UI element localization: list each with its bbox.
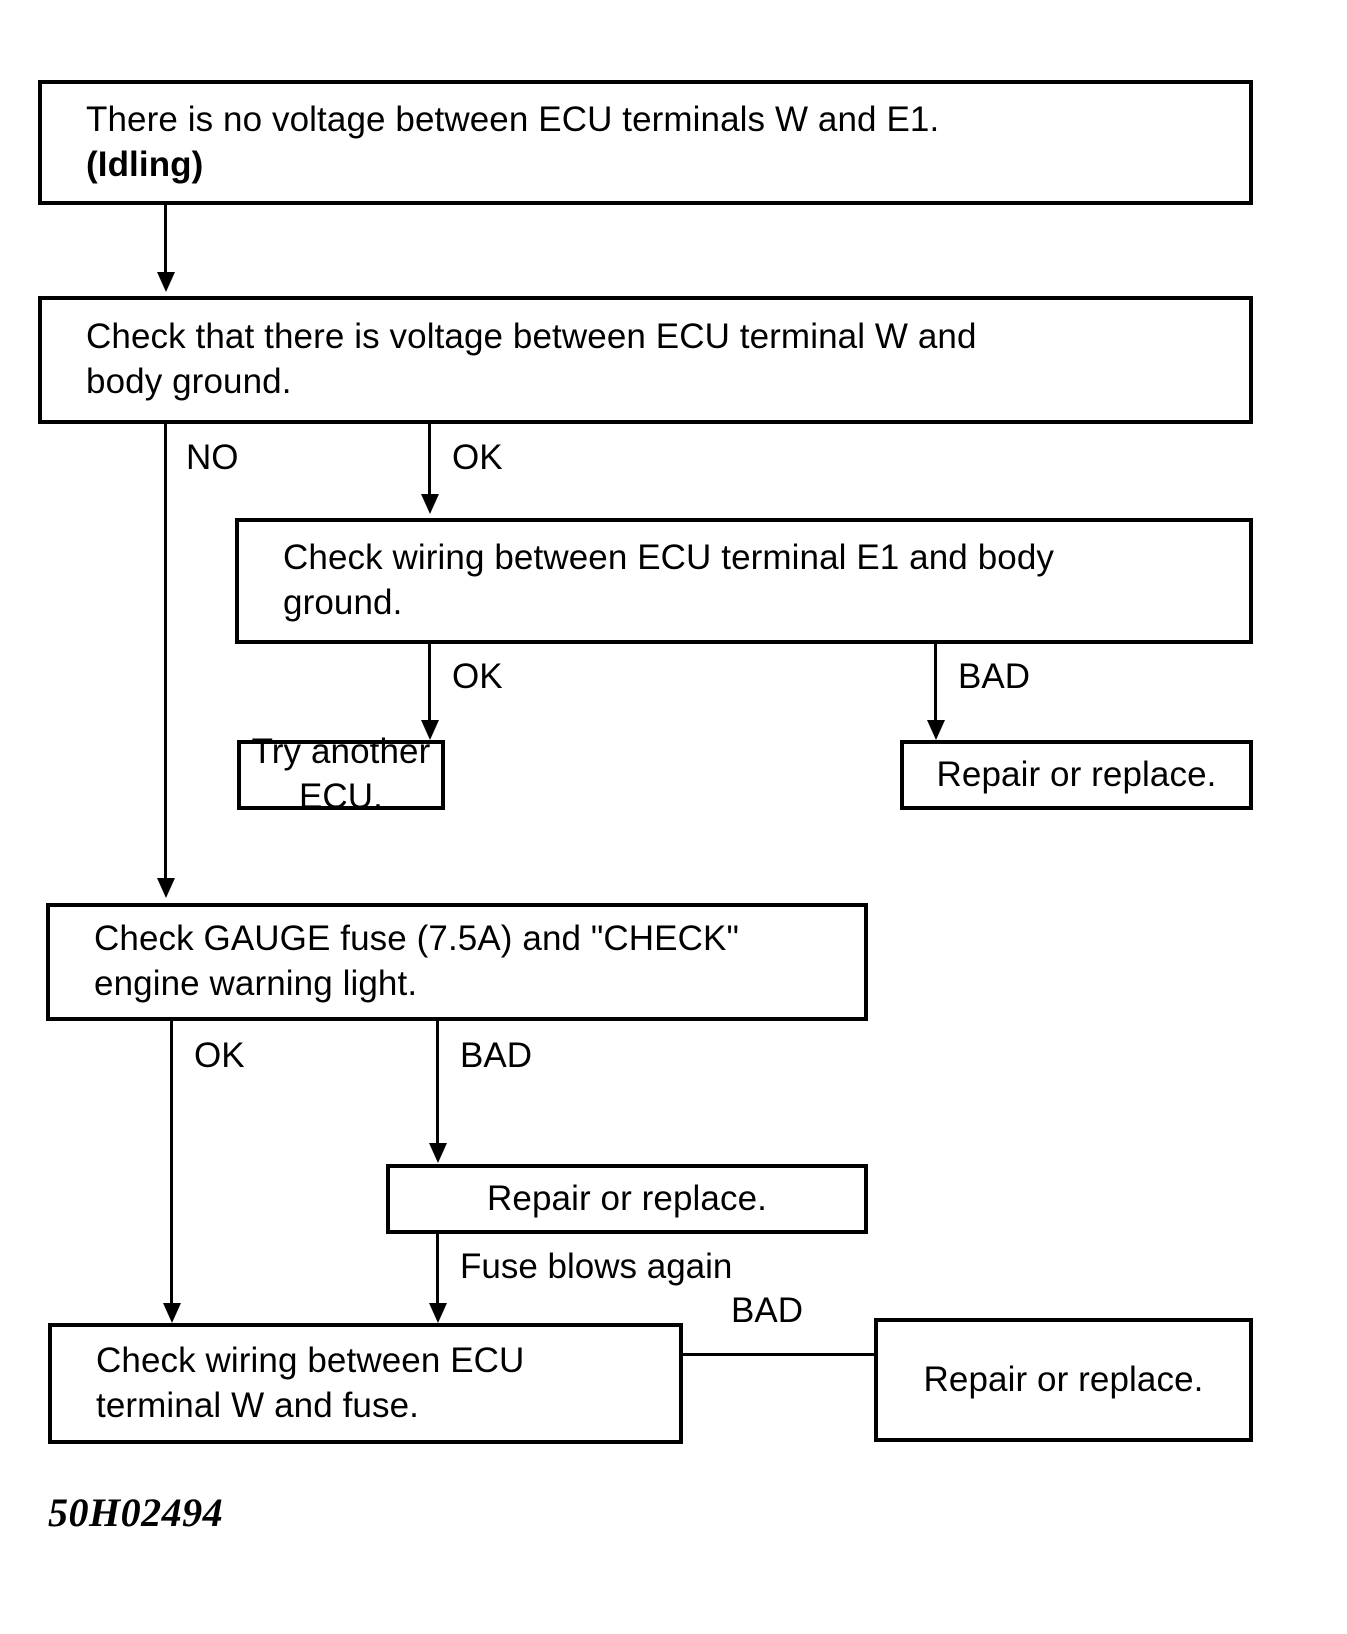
edge-label-fuse-blows-again: Fuse blows again <box>460 1247 733 1286</box>
node-check-wiring-e1-body-ground-text: Check wiring between ECU terminal E1 and… <box>239 536 1066 626</box>
node-try-another-ecu: Try another ECU. <box>237 732 445 816</box>
node-repair-or-replace-upper: Repair or replace. <box>900 740 1253 810</box>
node-check-gauge-fuse: Check GAUGE fuse (7.5A) and "CHECK" engin… <box>46 903 868 1021</box>
node-repair-or-replace-lower-text: Repair or replace. <box>923 1359 1204 1399</box>
edge-label-ok-n3-n4: OK <box>452 657 503 696</box>
node-check-gauge-fuse-text: Check GAUGE fuse (7.5A) and "CHECK" engin… <box>50 917 751 1007</box>
edge-no-arrowhead <box>157 878 175 898</box>
node-check-wiring-e1-body-ground: Check wiring between ECU terminal E1 and… <box>235 518 1253 644</box>
figure-caption: 50H02494 <box>48 1490 224 1535</box>
edge-no-line <box>164 424 167 881</box>
edge-label-bad-n6-n7: BAD <box>460 1036 532 1075</box>
edge-n6-n8-arrowhead <box>163 1303 181 1323</box>
node-try-another-ecu-text: Try another ECU. <box>251 732 431 816</box>
node-check-wiring-w-and-fuse: Check wiring between ECU terminal W and f… <box>48 1323 683 1444</box>
node-n3-line2: ground. <box>283 583 403 622</box>
node-n2-line1: Check that there is voltage between ECU … <box>86 317 977 357</box>
edge-n1-n2-arrowhead <box>157 272 175 292</box>
edge-label-ok-n2-n3: OK <box>452 438 503 477</box>
node-n3-line1: Check wiring between ECU terminal E1 and… <box>283 538 1054 578</box>
edge-n7-n8-arrowhead <box>429 1303 447 1323</box>
edge-n2-n3-arrowhead <box>421 494 439 514</box>
node-n8-line1: Check wiring between ECU <box>96 1340 525 1380</box>
edge-n3-n5-line <box>934 644 937 722</box>
node-repair-or-replace-upper-text: Repair or replace. <box>936 754 1217 794</box>
edge-label-ok-n6-n8: OK <box>194 1036 245 1075</box>
node-n2-line2: body ground. <box>86 362 292 401</box>
node-repair-or-replace-lower: Repair or replace. <box>874 1318 1253 1442</box>
edge-n6-n7-line <box>436 1021 439 1146</box>
edge-label-bad-n8-n9: BAD <box>731 1291 803 1330</box>
edge-label-no: NO <box>186 438 239 477</box>
edge-n3-n4-line <box>428 644 431 722</box>
node-check-wiring-w-and-fuse-text: Check wiring between ECU terminal W and f… <box>52 1339 536 1429</box>
edge-n3-n4-arrowhead <box>421 720 439 740</box>
edge-n2-n3-line <box>428 424 431 496</box>
edge-n1-n2-line <box>164 205 167 275</box>
edge-n8-n9-line <box>683 1353 879 1356</box>
node-check-voltage-w-body-ground-text: Check that there is voltage between ECU … <box>42 315 989 405</box>
edge-n7-n8-line <box>436 1234 439 1306</box>
edge-label-bad-n3-n5: BAD <box>958 657 1030 696</box>
node-n8-line2: terminal W and fuse. <box>96 1385 419 1425</box>
edge-n3-n5-arrowhead <box>927 720 945 740</box>
node-n6-line2: engine warning light. <box>94 964 418 1003</box>
node-repair-or-replace-middle: Repair or replace. <box>386 1164 868 1234</box>
node-n6-line1: Check GAUGE fuse (7.5A) and "CHECK" <box>94 919 739 959</box>
node-no-voltage-ecu-terminals: There is no voltage between ECU terminal… <box>38 80 1253 205</box>
edge-n6-n7-arrowhead <box>429 1143 447 1163</box>
node-no-voltage-ecu-terminals-text: There is no voltage between ECU terminal… <box>42 98 951 188</box>
node-check-voltage-w-body-ground: Check that there is voltage between ECU … <box>38 296 1253 424</box>
node-n1-line2: (Idling) <box>86 144 204 184</box>
node-repair-or-replace-middle-text: Repair or replace. <box>487 1178 767 1218</box>
node-n1-line1: There is no voltage between ECU terminal… <box>86 99 940 139</box>
edge-n6-n8-line <box>170 1021 173 1306</box>
